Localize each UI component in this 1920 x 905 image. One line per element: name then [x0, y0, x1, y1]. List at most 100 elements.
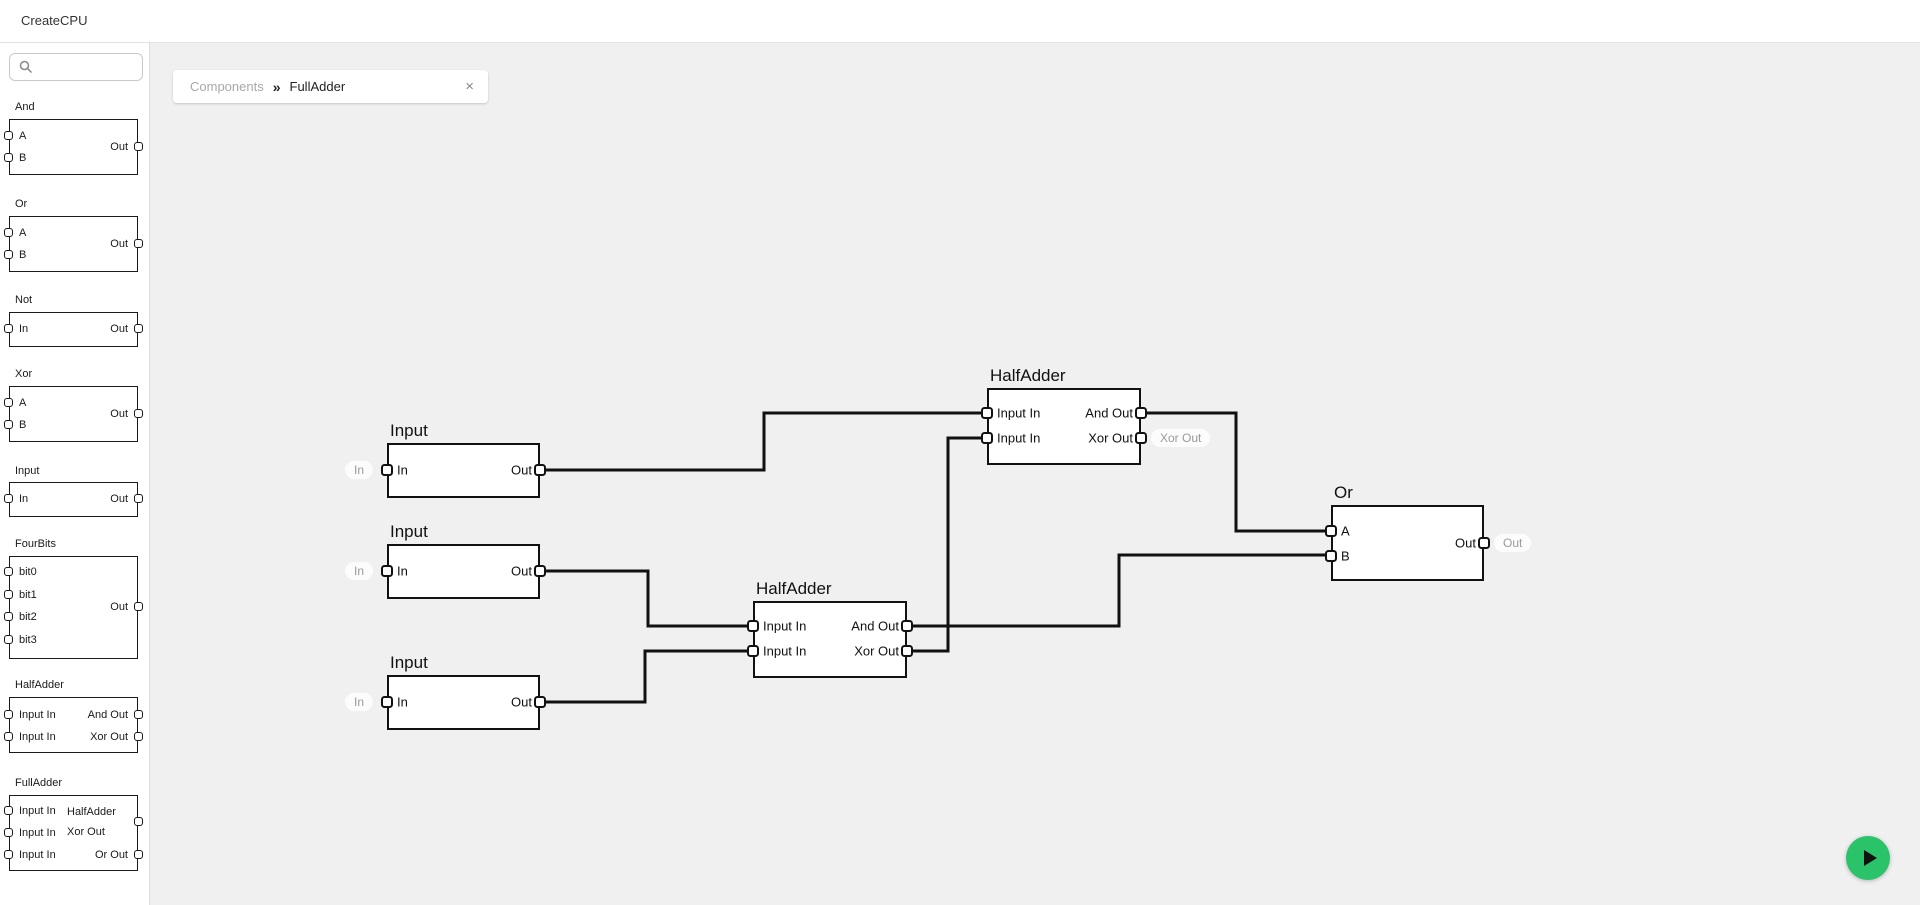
- input-port[interactable]: [4, 590, 13, 599]
- output-state-badge: Xor Out: [1151, 429, 1211, 447]
- output-port[interactable]: [1478, 537, 1490, 549]
- port-label: And Out: [1085, 405, 1133, 421]
- sidebar-component-halfadder[interactable]: [9, 697, 138, 753]
- sidebar-component-label: And: [15, 101, 35, 113]
- port-label: A: [1341, 523, 1350, 539]
- input-port[interactable]: [981, 407, 993, 419]
- wire[interactable]: [540, 569, 753, 628]
- port-label: And Out: [851, 618, 899, 634]
- port-label: Input In: [19, 827, 56, 839]
- input-port[interactable]: [747, 620, 759, 632]
- canvas-node-input[interactable]: [387, 443, 540, 498]
- node-title: HalfAdder: [990, 366, 1066, 385]
- port-label: In: [19, 323, 29, 335]
- sidebar-component-label: FourBits: [15, 538, 56, 550]
- input-port[interactable]: [4, 494, 13, 503]
- input-port[interactable]: [4, 612, 13, 621]
- input-port[interactable]: [4, 850, 13, 859]
- input-port[interactable]: [4, 806, 13, 815]
- output-port[interactable]: [534, 696, 546, 708]
- play-button[interactable]: [1846, 836, 1890, 880]
- input-port[interactable]: [4, 710, 13, 719]
- input-port[interactable]: [381, 464, 393, 476]
- port-label: In: [397, 462, 408, 478]
- canvas-node-or[interactable]: [1331, 505, 1484, 581]
- input-port[interactable]: [4, 131, 13, 140]
- wire[interactable]: [907, 553, 1331, 628]
- sidebar: [0, 43, 150, 905]
- output-port[interactable]: [134, 850, 143, 859]
- port-label: Out: [110, 323, 128, 335]
- port-label: Xor Out: [90, 731, 128, 743]
- input-port[interactable]: [4, 420, 13, 429]
- input-port[interactable]: [4, 828, 13, 837]
- search-input[interactable]: [9, 53, 143, 81]
- input-port[interactable]: [747, 645, 759, 657]
- sidebar-component-label: Input: [15, 465, 40, 477]
- wire[interactable]: [907, 436, 987, 653]
- output-port[interactable]: [1135, 432, 1147, 444]
- port-label: B: [19, 419, 27, 431]
- port-label: Input In: [19, 709, 56, 721]
- canvas-node-halfadder[interactable]: [987, 388, 1141, 465]
- input-port[interactable]: [1325, 525, 1337, 537]
- search-box: [9, 53, 143, 81]
- port-label: bit1: [19, 589, 37, 601]
- output-port[interactable]: [534, 565, 546, 577]
- port-label: B: [19, 152, 27, 164]
- port-label: Input In: [997, 405, 1041, 421]
- input-port[interactable]: [4, 324, 13, 333]
- breadcrumb: Components: [190, 79, 264, 94]
- output-port[interactable]: [901, 645, 913, 657]
- wire[interactable]: [540, 649, 753, 704]
- output-port[interactable]: [134, 239, 143, 248]
- input-port[interactable]: [1325, 550, 1337, 562]
- port-label: Input In: [19, 849, 56, 861]
- output-port[interactable]: [134, 732, 143, 741]
- sidebar-component-and[interactable]: [9, 119, 138, 175]
- node-title: Input: [390, 421, 428, 440]
- input-port[interactable]: [4, 228, 13, 237]
- output-port[interactable]: [134, 710, 143, 719]
- port-label: Input In: [19, 805, 56, 817]
- input-port[interactable]: [4, 250, 13, 259]
- canvas-node-halfadder[interactable]: [753, 601, 907, 678]
- output-port[interactable]: [134, 409, 143, 418]
- output-port[interactable]: [1135, 407, 1147, 419]
- input-port[interactable]: [4, 398, 13, 407]
- port-label: bit0: [19, 566, 37, 578]
- port-label: In: [19, 493, 29, 505]
- input-state-badge[interactable]: In: [344, 562, 373, 580]
- output-port[interactable]: [134, 817, 143, 826]
- input-port[interactable]: [381, 696, 393, 708]
- output-port[interactable]: [534, 464, 546, 476]
- sidebar-component-fulladder[interactable]: [9, 795, 138, 871]
- output-port[interactable]: [901, 620, 913, 632]
- input-port[interactable]: [981, 432, 993, 444]
- output-port[interactable]: [134, 142, 143, 151]
- input-state-badge[interactable]: In: [344, 461, 373, 479]
- input-port[interactable]: [381, 565, 393, 577]
- wire[interactable]: [1141, 411, 1331, 533]
- node-title: Or: [1334, 483, 1353, 502]
- output-port[interactable]: [134, 602, 143, 611]
- header: CreateCPU: [0, 0, 1920, 43]
- tab-fulladder[interactable]: Components » FullAdder ×: [173, 70, 488, 103]
- close-icon[interactable]: ×: [465, 78, 474, 95]
- port-label: Out: [110, 601, 128, 613]
- input-port[interactable]: [4, 153, 13, 162]
- port-label: Out: [110, 238, 128, 250]
- port-label: Xor Out: [1088, 430, 1133, 446]
- input-port[interactable]: [4, 732, 13, 741]
- sidebar-component-label: FullAdder: [15, 777, 63, 789]
- input-port[interactable]: [4, 635, 13, 644]
- output-port[interactable]: [134, 494, 143, 503]
- input-port[interactable]: [4, 567, 13, 576]
- wire[interactable]: [540, 411, 987, 472]
- sidebar-component-label: Xor: [15, 368, 33, 380]
- input-state-badge[interactable]: In: [344, 693, 373, 711]
- sidebar-component-xor[interactable]: [9, 386, 138, 442]
- output-port[interactable]: [134, 324, 143, 333]
- sidebar-component-or[interactable]: [9, 216, 138, 272]
- port-label: A: [19, 130, 27, 142]
